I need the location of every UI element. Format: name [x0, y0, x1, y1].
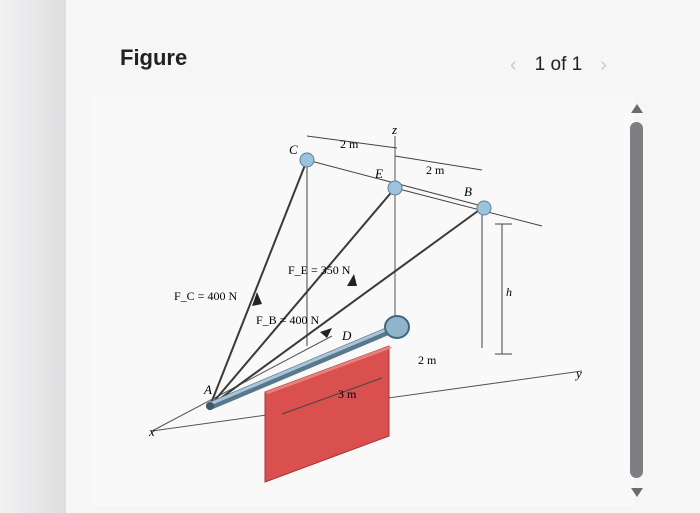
cable-ae [209, 187, 396, 407]
force-b-arrowhead [320, 328, 332, 338]
page-title: Figure [120, 45, 188, 70]
z-axis-label: z [391, 122, 397, 137]
x-axis-label: x [148, 424, 155, 439]
cable-ac [209, 159, 308, 407]
top-line-eb [394, 187, 543, 227]
pager: ‹ 1 of 1 › [510, 52, 607, 78]
dim-3m-sign: 3 m [338, 387, 357, 401]
force-e-arrowhead [347, 274, 357, 286]
triangle-up-icon[interactable] [631, 104, 643, 113]
chevron-left-icon[interactable]: ‹ [510, 54, 517, 76]
point-e-label: E [374, 166, 383, 181]
h-label: h [506, 285, 512, 299]
chevron-right-icon[interactable]: › [600, 54, 607, 76]
anchor-b [476, 200, 492, 216]
point-c-label: C [289, 142, 298, 157]
cable-ab [209, 207, 483, 407]
statics-diagram: x y z h 2 m 2 m 2 m 3 m [148, 122, 583, 483]
force-c-label: F_C = 400 N [174, 289, 237, 303]
anchor-a [206, 402, 214, 410]
force-c-arrowhead [252, 292, 262, 306]
force-e-label: F_E = 350 N [288, 263, 351, 277]
dim-2m-top-left: 2 m [340, 137, 359, 151]
left-margin [0, 0, 66, 513]
pipe-end [384, 315, 410, 339]
force-b-label: F_B = 400 N [256, 313, 319, 327]
point-d-label: D [341, 328, 352, 343]
scrollbar-thumb[interactable] [630, 122, 643, 478]
figure-image: x y z h 2 m 2 m 2 m 3 m [92, 96, 634, 506]
point-b-label: B [464, 184, 472, 199]
triangle-down-icon[interactable] [631, 488, 643, 497]
point-a-label: A [203, 382, 212, 397]
dim-2m-bottom: 2 m [418, 353, 437, 367]
anchor-e [387, 180, 403, 196]
anchor-c [299, 152, 315, 168]
y-axis-label: y [574, 366, 582, 381]
pipe [206, 324, 399, 410]
sign-board [264, 345, 390, 483]
page-indicator: 1 of 1 [534, 54, 583, 75]
dim-2m-top-right: 2 m [426, 163, 445, 177]
